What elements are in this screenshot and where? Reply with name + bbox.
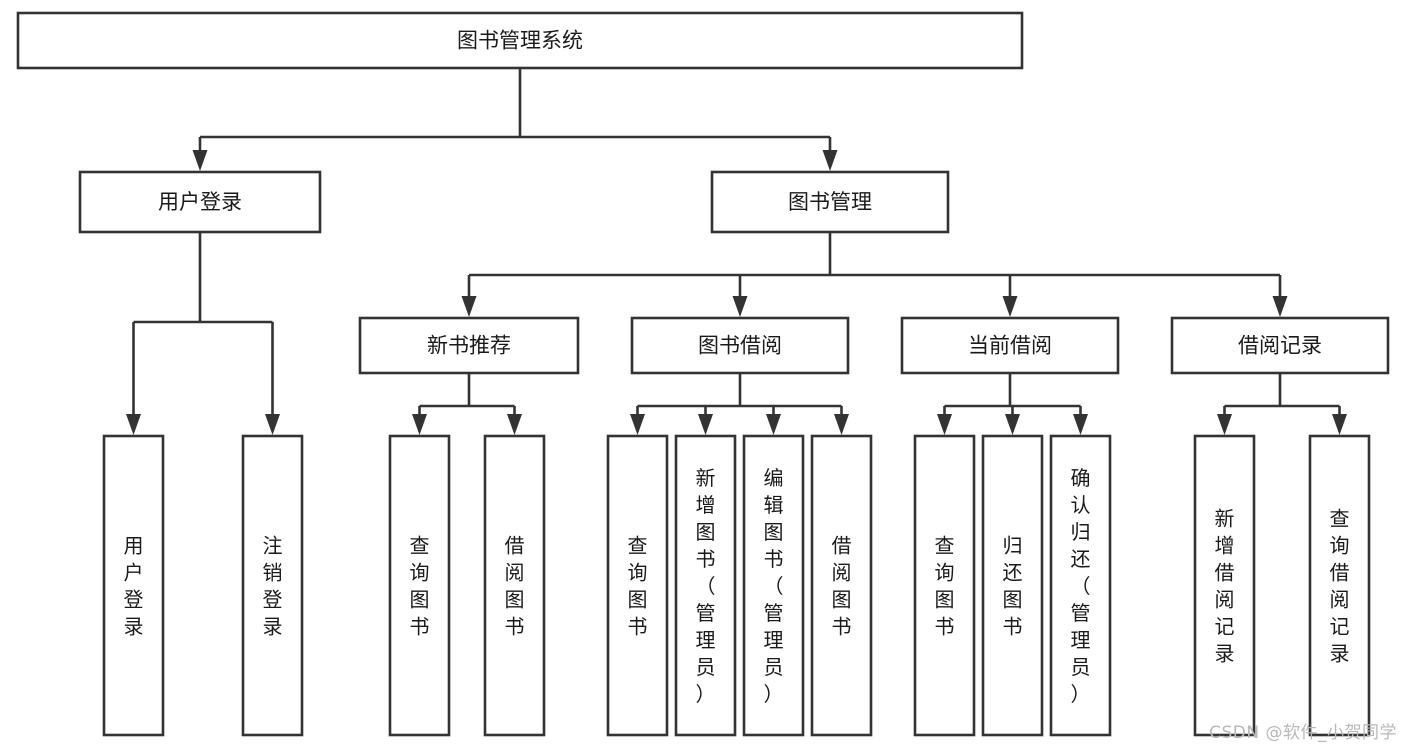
node-leaf-add-record-label: 新增借阅记录 [1215, 507, 1235, 666]
node-new-book-rec[interactable]: 新书推荐 [358, 316, 580, 375]
node-root-label: 图书管理系统 [457, 29, 583, 53]
node-book-manage[interactable]: 图书管理 [710, 170, 950, 234]
node-leaf-confirm-return[interactable]: 确认归还（管理员） [1049, 434, 1112, 737]
node-book-manage-box[interactable] [710, 170, 950, 234]
node-leaf-query-book-3[interactable]: 查询图书 [913, 434, 976, 737]
edge-group-book-borrow [630, 373, 849, 435]
node-leaf-return-book-box[interactable] [981, 434, 1044, 737]
node-root-box[interactable] [16, 11, 1024, 70]
node-leaf-borrow-book-1-label: 借阅图书 [505, 534, 525, 639]
node-leaf-query-record-label: 查询借阅记录 [1330, 507, 1350, 666]
node-leaf-edit-book-box[interactable] [742, 434, 805, 737]
node-borrow-record-label: 借阅记录 [1238, 334, 1322, 358]
node-leaf-logout-box[interactable] [241, 434, 304, 737]
node-leaf-user-login[interactable]: 用户登录 [102, 434, 165, 737]
node-leaf-add-book[interactable]: 新增图书（管理员） [674, 434, 737, 737]
node-leaf-query-record-box[interactable] [1308, 434, 1371, 737]
node-borrow-record[interactable]: 借阅记录 [1170, 316, 1390, 375]
node-leaf-borrow-book-1-box[interactable] [483, 434, 546, 737]
node-leaf-borrow-book-2[interactable]: 借阅图书 [810, 434, 873, 737]
edge-group-current-borrow [937, 373, 1088, 435]
node-leaf-logout[interactable]: 注销登录 [241, 434, 304, 737]
node-leaf-query-book-1[interactable]: 查询图书 [388, 434, 451, 737]
node-book-borrow-box[interactable] [630, 316, 850, 375]
node-leaf-query-book-2-box[interactable] [606, 434, 669, 737]
node-leaf-borrow-book-2-box[interactable] [810, 434, 873, 737]
node-leaf-add-record-box[interactable] [1193, 434, 1256, 737]
edge-group-user-login [126, 232, 280, 435]
node-leaf-borrow-book-1[interactable]: 借阅图书 [483, 434, 546, 737]
node-leaf-user-login-box[interactable] [102, 434, 165, 737]
edge-group-root [192, 68, 838, 171]
node-new-book-rec-label: 新书推荐 [427, 334, 511, 358]
node-borrow-record-box[interactable] [1170, 316, 1390, 375]
node-leaf-confirm-return-label: 确认归还（管理员） [1071, 466, 1091, 706]
nodes-layer: 图书管理系统用户登录图书管理新书推荐图书借阅当前借阅借阅记录用户登录注销登录查询… [16, 11, 1390, 737]
node-leaf-borrow-book-2-label: 借阅图书 [832, 534, 852, 639]
node-leaf-add-record[interactable]: 新增借阅记录 [1193, 434, 1256, 737]
node-leaf-user-login-label: 用户登录 [124, 534, 144, 639]
node-current-borrow-box[interactable] [900, 316, 1120, 375]
node-current-borrow[interactable]: 当前借阅 [900, 316, 1120, 375]
node-book-manage-label: 图书管理 [788, 190, 872, 214]
node-leaf-confirm-return-box[interactable] [1049, 434, 1112, 737]
csdn-watermark: CSDN @软件_小贺同学 [1209, 723, 1397, 743]
node-new-book-rec-box[interactable] [358, 316, 580, 375]
node-leaf-return-book-label: 归还图书 [1003, 534, 1023, 639]
node-leaf-query-book-1-box[interactable] [388, 434, 451, 737]
node-leaf-query-book-2-label: 查询图书 [628, 534, 648, 639]
node-user-login-box[interactable] [78, 170, 322, 234]
node-leaf-edit-book[interactable]: 编辑图书（管理员） [742, 434, 805, 737]
node-leaf-logout-label: 注销登录 [263, 534, 283, 639]
node-current-borrow-label: 当前借阅 [968, 334, 1052, 358]
edges-layer [126, 68, 1347, 435]
node-leaf-query-book-3-label: 查询图书 [935, 534, 955, 639]
node-leaf-query-book-2[interactable]: 查询图书 [606, 434, 669, 737]
node-book-borrow[interactable]: 图书借阅 [630, 316, 850, 375]
node-leaf-query-record[interactable]: 查询借阅记录 [1308, 434, 1371, 737]
node-leaf-add-book-box[interactable] [674, 434, 737, 737]
node-user-login[interactable]: 用户登录 [78, 170, 322, 234]
edge-group-new-book-rec [412, 373, 522, 435]
edge-group-book-manage [461, 232, 1288, 317]
node-leaf-query-book-1-label: 查询图书 [410, 534, 430, 639]
node-leaf-edit-book-label: 编辑图书（管理员） [764, 466, 784, 706]
node-leaf-add-book-label: 新增图书（管理员） [696, 466, 716, 706]
node-leaf-query-book-3-box[interactable] [913, 434, 976, 737]
node-user-login-label: 用户登录 [158, 190, 242, 214]
node-root[interactable]: 图书管理系统 [16, 11, 1024, 70]
edge-group-borrow-record [1217, 373, 1347, 435]
node-leaf-return-book[interactable]: 归还图书 [981, 434, 1044, 737]
node-book-borrow-label: 图书借阅 [698, 334, 782, 358]
